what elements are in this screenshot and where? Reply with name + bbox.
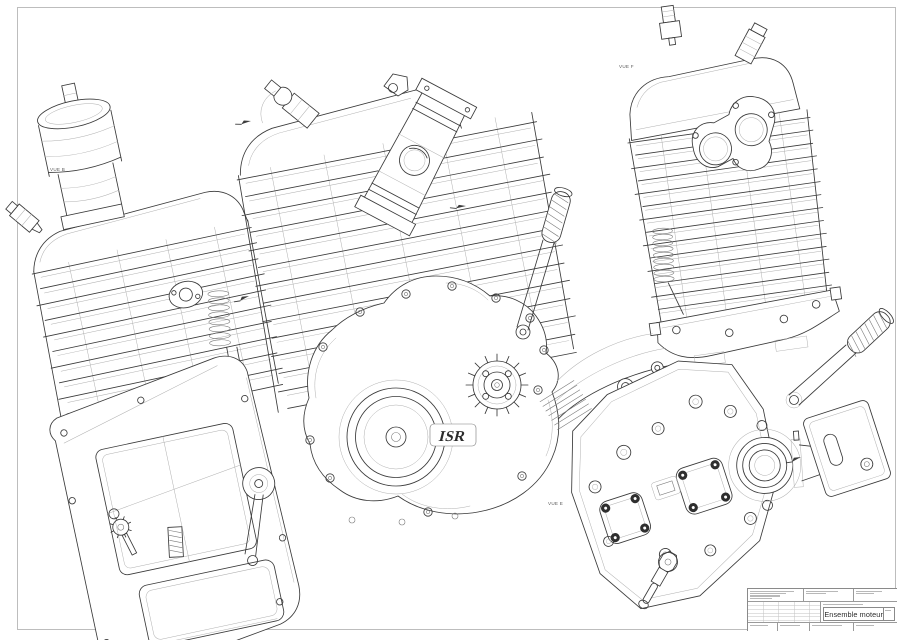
view-label-e: VUE E [548,501,564,506]
title-block-weight [778,623,810,631]
sheet-format-cell [884,606,895,622]
title-block-sheet [854,623,897,631]
intake-manifold [354,77,478,237]
fuel-tap [5,200,43,234]
cylinder-head [33,190,249,273]
exhaust-flange [168,280,203,309]
clutch-cover: ISR [303,275,560,517]
front-sprocket [465,353,529,417]
crankcase-top [648,286,843,368]
spark-plug [659,4,683,46]
spark-plug [260,79,320,129]
section-arrow [449,204,466,209]
view-top-e [539,333,831,610]
view-label-f: VUE F [619,64,634,69]
title-block-parts-table [748,601,822,623]
title-block-drawing-number [810,623,854,631]
mount-bracket [803,400,891,497]
kick-starter [515,187,573,340]
carburetor [37,82,125,231]
title-block-scale [748,623,778,631]
view-label-b: VUE B [50,167,66,172]
title-block-approvals [854,589,897,601]
section-arrow [235,120,251,125]
drawing-title: Ensemble moteur [823,606,884,622]
gear-cluster [108,508,138,556]
head-bracket [383,73,409,97]
reed-valve-cover [675,457,733,515]
kick-spring [652,227,684,315]
case-bolts [588,394,763,561]
return-spring [207,290,231,347]
crankcase [49,355,301,640]
fuel-tap [638,550,678,610]
view-main-side: ISR [236,73,577,526]
intake-ports [691,96,776,172]
isr-logo: ISR [429,423,477,447]
carburetor-spigot [728,420,831,511]
view-side-b [5,82,301,640]
cover-bolts [305,281,549,517]
title-block-signatures [804,589,854,601]
kick-starter [785,308,894,409]
knurled-shaft [167,526,184,558]
title-block: Ensemble moteur [747,588,897,631]
drawing-frame [17,7,896,630]
hose-stub [734,22,768,65]
view-front-f [627,4,843,368]
isr-logo-text: ISR [437,428,468,445]
title-block-title-zone: Ensemble moteur [821,602,897,622]
title-block-notes [748,589,804,601]
